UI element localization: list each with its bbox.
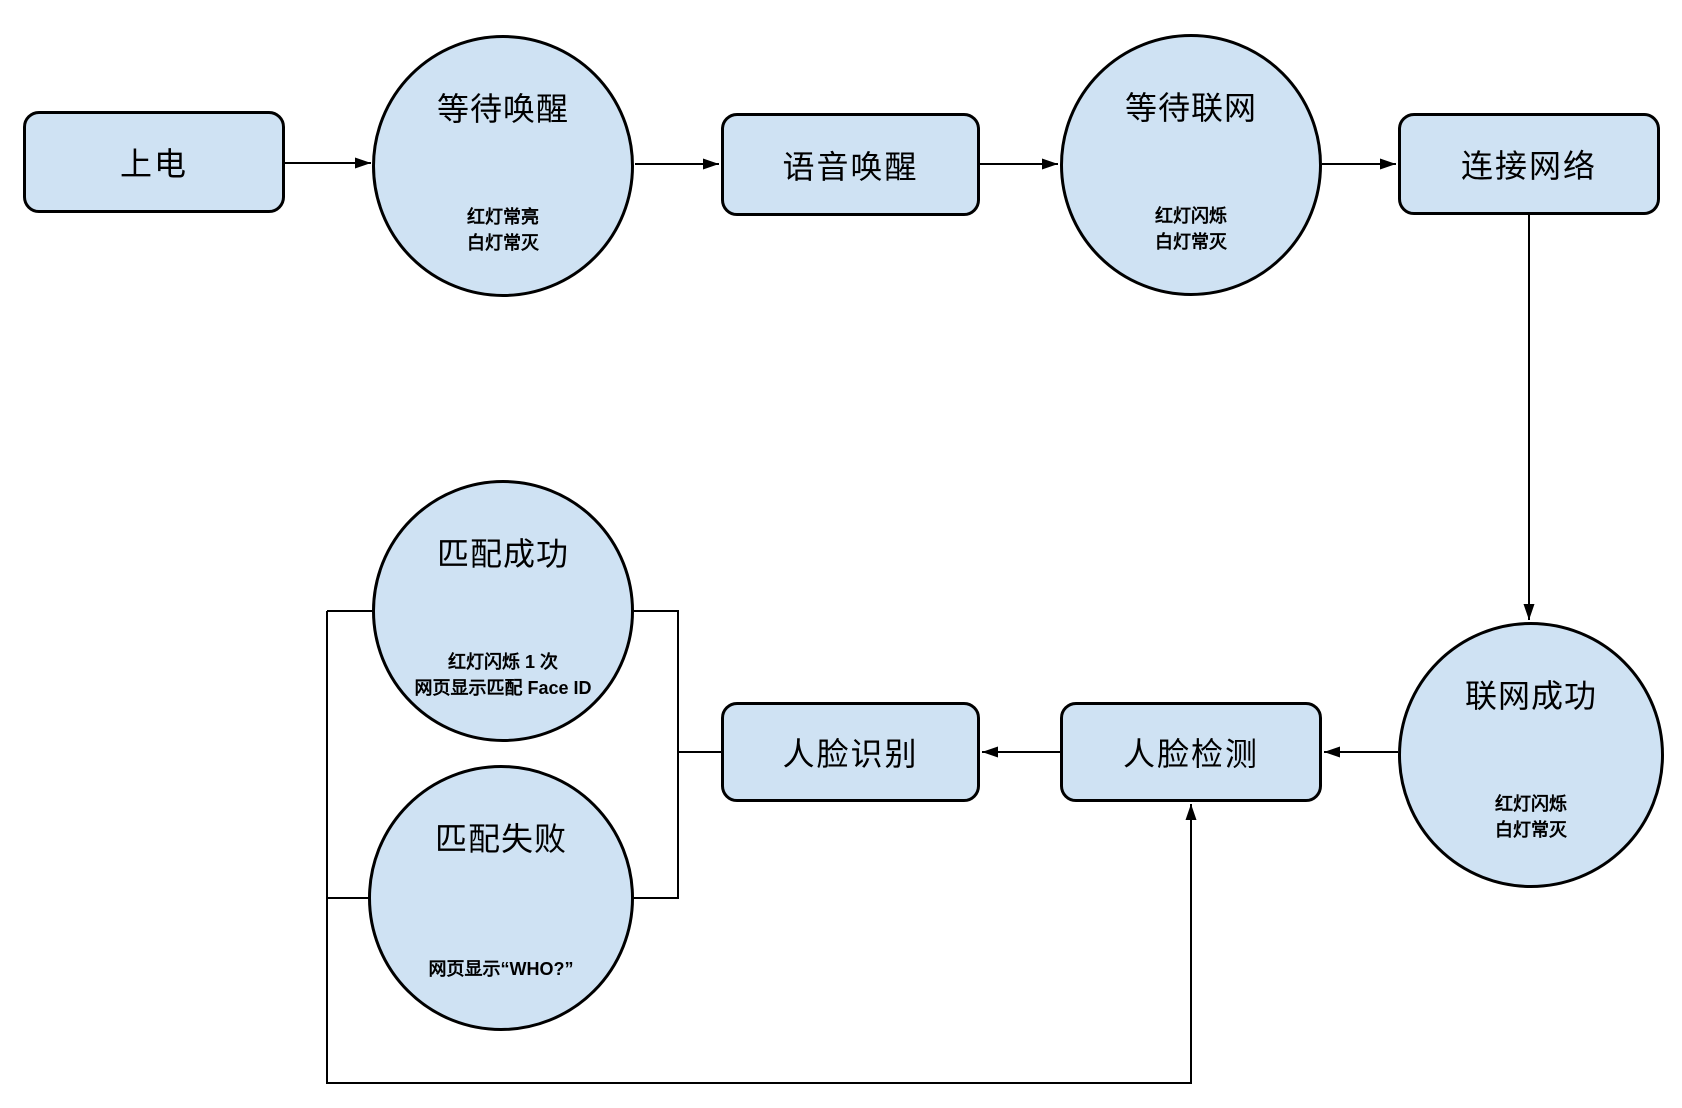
node-note: 红灯闪烁 白灯常灭 (1155, 206, 1227, 252)
node-voice-wake: 语音唤醒 (721, 113, 980, 216)
node-face-recognize: 人脸识别 (721, 702, 980, 802)
node-note: 红灯闪烁 1 次 网页显示匹配 Face ID (414, 652, 592, 698)
edge-feedback-loop-to-face-detect (326, 611, 1197, 1084)
node-note: 红灯闪烁 白灯常灭 (1495, 794, 1567, 840)
node-label: 匹配成功 (436, 536, 569, 572)
node-wait-network: 等待联网 红灯闪烁 白灯常灭 (1060, 34, 1322, 296)
node-network-success: 联网成功 红灯闪烁 白灯常灭 (1398, 622, 1664, 888)
node-label: 等待联网 (1124, 90, 1257, 126)
node-label: 联网成功 (1464, 678, 1597, 714)
node-power-on: 上电 (23, 111, 285, 213)
node-label: 语音唤醒 (782, 148, 919, 185)
node-label: 匹配失败 (434, 821, 567, 857)
node-match-fail: 匹配失败 网页显示“WHO?” (368, 765, 634, 1031)
node-note: 网页显示“WHO?” (428, 959, 574, 979)
node-label: 人脸检测 (1122, 736, 1259, 772)
node-label: 连接网络 (1460, 148, 1597, 184)
edge-face-recognize-branch-bracket (634, 610, 679, 899)
node-label: 人脸识别 (782, 736, 919, 772)
node-face-detect: 人脸检测 (1060, 702, 1322, 802)
node-label: 等待唤醒 (436, 91, 569, 127)
node-connect-network: 连接网络 (1398, 113, 1660, 215)
node-label: 上电 (119, 146, 188, 182)
node-match-success: 匹配成功 红灯闪烁 1 次 网页显示匹配 Face ID (372, 480, 634, 742)
node-wait-wake: 等待唤醒 红灯常亮 白灯常灭 (372, 35, 634, 297)
node-note: 红灯常亮 白灯常灭 (467, 207, 539, 253)
